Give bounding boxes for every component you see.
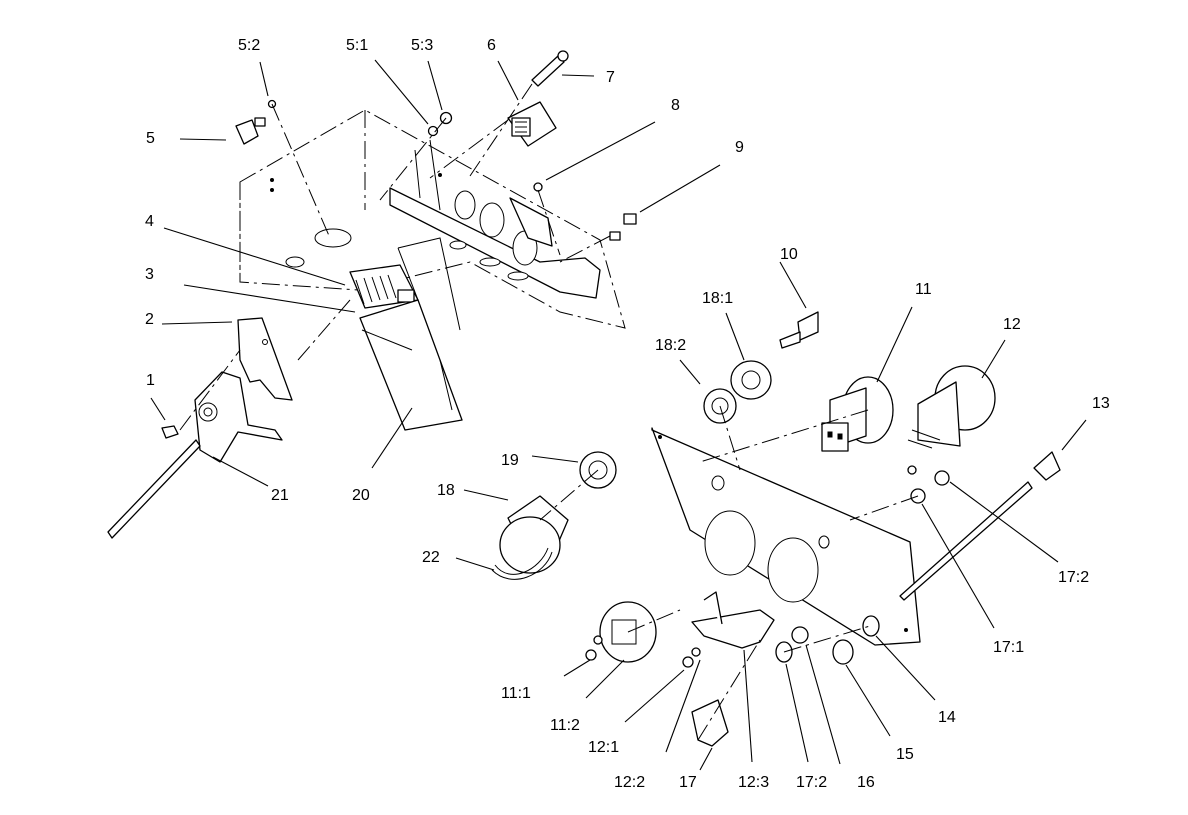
nut: [533, 182, 543, 192]
gauge-bracket: [691, 591, 775, 649]
callout-22: 22: [422, 549, 440, 566]
lower-fasteners: [775, 615, 880, 665]
callout-15: 15: [896, 746, 914, 763]
callout-5: 5: [146, 130, 155, 147]
callout-5-2: 5:2: [238, 37, 260, 54]
connector: [507, 101, 557, 147]
callout-labels: 1 2 3 4 5 5:1 5:2 5:3 6 7 8 9 10 11 11:1…: [145, 37, 1110, 791]
assembly-lines: [179, 83, 919, 741]
callout-18-1: 18:1: [702, 290, 733, 307]
hourmeter-bezel: [585, 601, 657, 663]
callout-1: 1: [146, 372, 155, 389]
ignition-switch: [491, 495, 569, 580]
switch-assembly: [349, 264, 419, 309]
callout-9: 9: [735, 139, 744, 156]
hourmeter: [821, 376, 894, 452]
upper-panel-bracket: [239, 109, 626, 329]
callout-5-3: 5:3: [411, 37, 433, 54]
knob: [235, 99, 277, 145]
terminal-block: [691, 699, 729, 747]
mounting-plate: [237, 317, 293, 401]
callout-17-2-right: 17:2: [1058, 569, 1089, 586]
callout-8: 8: [671, 97, 680, 114]
gauge: [907, 365, 996, 449]
callout-12-1: 12:1: [588, 739, 619, 756]
lower-panel: [651, 427, 921, 646]
callout-16: 16: [857, 774, 875, 791]
circuit-board: [359, 237, 463, 431]
gauge-hardware: [682, 647, 701, 668]
callout-17: 17: [679, 774, 697, 791]
key-switch-hardware: [703, 311, 819, 424]
callout-17-2-bottom: 17:2: [796, 774, 827, 791]
callout-10: 10: [780, 246, 798, 263]
callout-2: 2: [145, 311, 154, 328]
callout-3: 3: [145, 266, 154, 283]
callout-11-1: 11:1: [501, 685, 531, 702]
throttle-lever: [107, 371, 283, 539]
leader-lines: [150, 59, 1087, 771]
callout-13: 13: [1092, 395, 1110, 412]
callout-21: 21: [271, 487, 289, 504]
callout-17-1: 17:1: [993, 639, 1024, 656]
callout-11: 11: [915, 281, 932, 298]
callout-12: 12: [1003, 316, 1021, 333]
fitting: [609, 213, 637, 241]
callout-5-1: 5:1: [346, 37, 368, 54]
callout-11-2: 11:2: [550, 717, 580, 734]
callout-12-3: 12:3: [738, 774, 769, 791]
choke-cable: [899, 451, 1061, 601]
bolt: [531, 50, 569, 87]
callout-18: 18: [437, 482, 455, 499]
callout-6: 6: [487, 37, 496, 54]
callout-19: 19: [501, 452, 519, 469]
callout-12-2: 12:2: [614, 774, 645, 791]
callout-18-2: 18:2: [655, 337, 686, 354]
callout-20: 20: [352, 487, 370, 504]
spacer-washer: [427, 111, 453, 137]
callout-14: 14: [938, 709, 956, 726]
callout-7: 7: [606, 69, 615, 86]
callout-4: 4: [145, 213, 154, 230]
